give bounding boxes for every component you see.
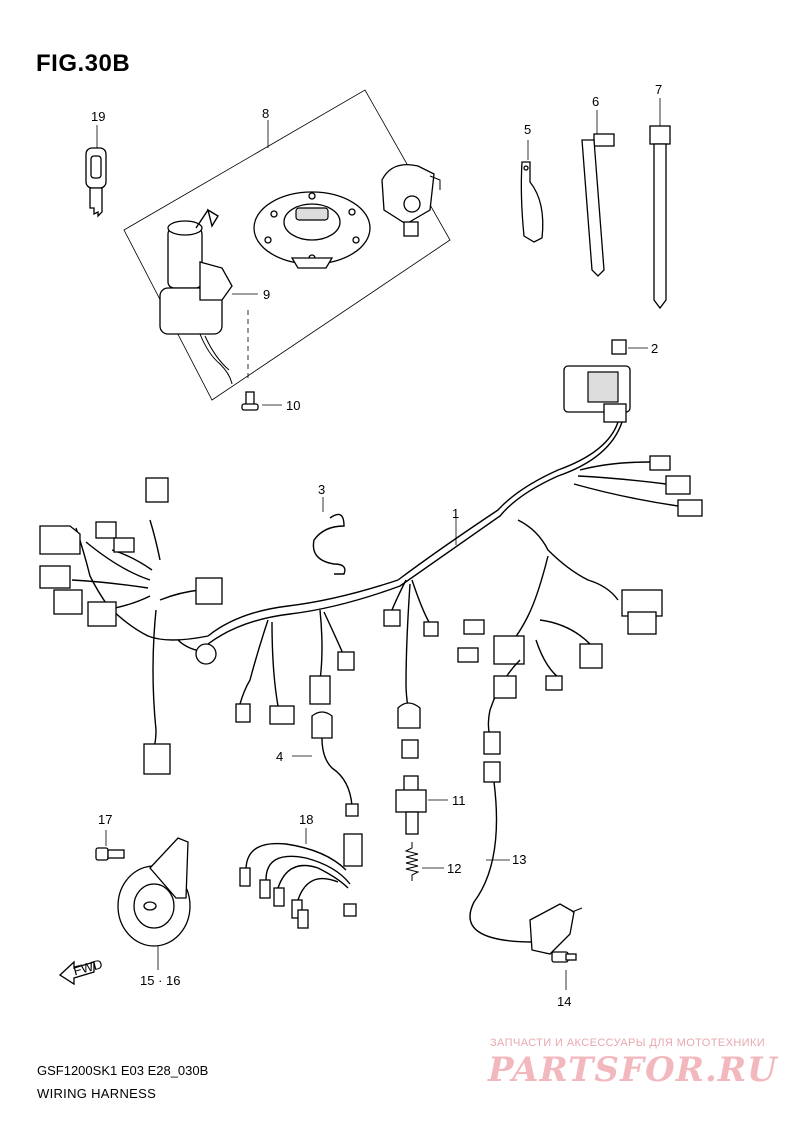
callout-13: 13 [512,852,526,867]
lock-set-box [123,89,451,401]
callout-18: 18 [299,812,313,827]
callout-4: 4 [276,749,283,764]
watermark-tagline: ЗАПЧАСТИ И АКСЕССУАРЫ ДЛЯ МОТОТЕХНИКИ [490,1037,766,1049]
brake-switch-icon[interactable] [395,775,448,835]
harness-clip-icon[interactable] [312,497,346,575]
callout-11: 11 [452,793,466,808]
callout-19: 19 [91,109,105,124]
callout-6: 6 [592,94,599,109]
key-icon[interactable] [85,125,107,218]
callout-17: 17 [98,812,112,827]
main-harness[interactable] [39,339,703,775]
fuse-box-icon [563,339,648,423]
callout-14: 14 [557,994,571,1009]
callout-7: 7 [655,82,662,97]
callout-1: 1 [452,506,459,521]
cable-tie-long-icon[interactable] [649,98,671,310]
callout-5: 5 [524,122,531,137]
lead-wire-set-icon[interactable] [239,828,363,929]
fuel-cap-icon [253,191,371,269]
seat-lock-icon [381,163,441,237]
callout-12: 12 [447,861,461,876]
side-stand-switch-icon[interactable] [469,761,583,955]
callout-8: 8 [262,106,269,121]
sub-harness-icon[interactable] [292,711,359,817]
watermark-logo: PARTSFOR.RU [488,1050,778,1090]
fwd-label: FWD [72,956,104,978]
screw-icon[interactable] [241,391,282,411]
horn-bolt-icon[interactable] [95,830,125,861]
callout-15-16: 15 · 16 [140,973,180,988]
callout-3: 3 [318,482,325,497]
forward-arrow-icon [58,960,95,986]
lock-set-group[interactable] [123,89,451,401]
callout-10: 10 [286,398,300,413]
bolt-icon[interactable] [551,951,577,990]
figure-title: FIG.30B [36,50,131,77]
ignition-switch-icon [159,208,233,385]
diagram-code: GSF1200SK1 E03 E28_030B [37,1063,209,1078]
horn-icon[interactable] [117,837,191,970]
spring-icon[interactable] [404,842,444,881]
cable-tie-icon[interactable] [581,110,615,277]
diagram-caption: WIRING HARNESS [37,1086,157,1101]
clamp-icon[interactable] [520,140,544,243]
callout-9: 9 [263,287,270,302]
callout-2: 2 [651,341,658,356]
